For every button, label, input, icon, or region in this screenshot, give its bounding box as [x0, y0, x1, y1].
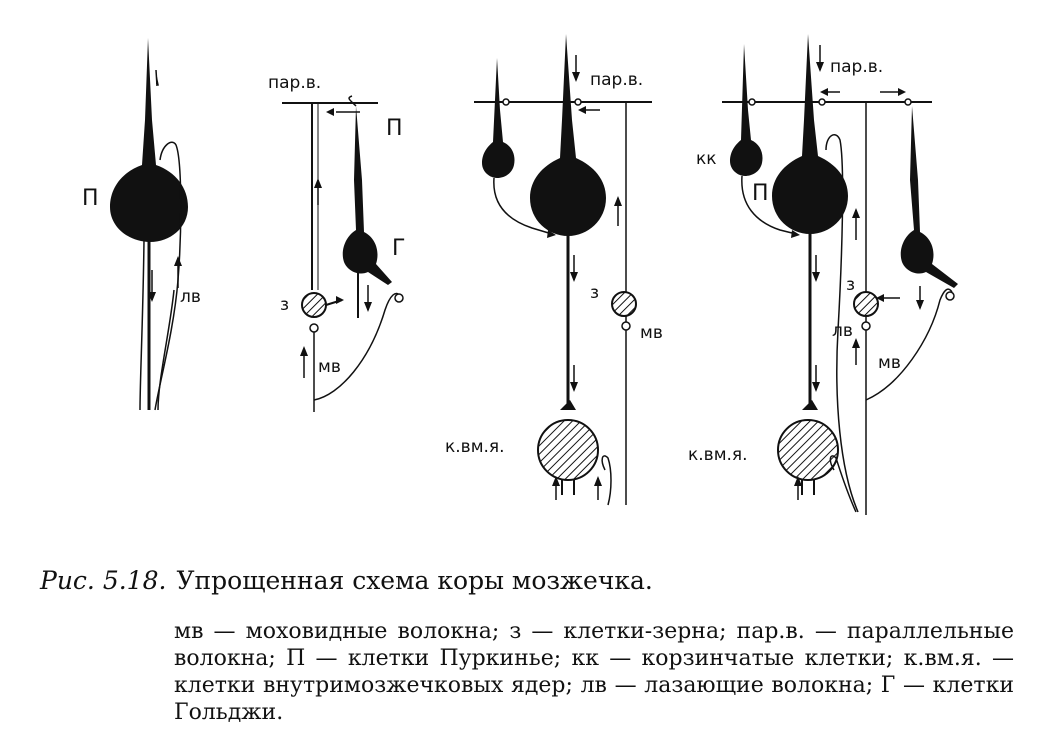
arrow-icon [148, 292, 156, 302]
label-granule-4: з [846, 275, 855, 295]
figure-title: Упрощенная схема коры мозжечка. [176, 566, 653, 595]
label-mossy-fiber-4: мв [878, 353, 901, 373]
figure-legend: мв — моховидные волокна; з — клетки-зерн… [174, 619, 1014, 725]
label-granule-2: з [280, 295, 289, 315]
granule-cell-2 [301, 292, 327, 318]
purkinje-cell-3 [530, 34, 606, 236]
label-mossy-fiber-2: мв [318, 357, 341, 377]
label-parallel-fibers-3: пар.в. [590, 70, 643, 90]
nuclear-cell-3 [537, 419, 599, 481]
label-golgi-2: Г [392, 236, 405, 261]
label-parallel-fibers-4: пар.в. [830, 57, 883, 77]
basket-cell-3 [482, 58, 515, 178]
label-mossy-fiber-3: мв [640, 323, 663, 343]
label-climbing-fiber-4: лв [832, 321, 853, 341]
panel-4: пар.в. кк П з лв мв к.вм.я. [688, 34, 958, 515]
label-nuclear-cell-4: к.вм.я. [688, 445, 748, 465]
golgi-cell-4 [900, 106, 958, 288]
label-climbing-fiber-1: лв [180, 287, 201, 307]
label-purkinje-1: П [82, 186, 99, 211]
panel-2: пар.в. П Г з мв [268, 73, 405, 412]
label-purkinje-4: П [752, 181, 769, 206]
basket-cell-4 [730, 44, 763, 176]
label-parallel-fibers-2: пар.в. [268, 73, 321, 93]
label-basket-cell-4: кк [696, 149, 717, 169]
label-nuclear-cell-3: к.вм.я. [445, 437, 505, 457]
climbing-fiber-1 [154, 141, 182, 411]
nuclear-cell-4 [777, 419, 839, 481]
climbing-fiber-2 [313, 292, 401, 401]
cerebellum-diagram: П лв пар.в. П Г з мв [82, 34, 958, 515]
figure-number: Рис. 5.18. [40, 566, 167, 595]
purkinje-cell-1 [110, 38, 188, 242]
label-purkinje-2: П [386, 116, 403, 141]
figure-caption-title: Рис. 5.18. Упрощенная схема коры мозжечка… [40, 566, 653, 595]
arrow-icon [174, 256, 182, 266]
purkinje-cell-4 [772, 34, 848, 234]
climbing-fiber-4 [825, 134, 859, 513]
label-granule-3: з [590, 283, 599, 303]
panel-1: П лв [82, 38, 201, 411]
panel-3: пар.в. з мв к.вм.я. [445, 34, 663, 506]
golgi-cell [342, 106, 392, 285]
granule-cell-3 [611, 291, 637, 317]
granule-cell-4 [853, 291, 879, 317]
